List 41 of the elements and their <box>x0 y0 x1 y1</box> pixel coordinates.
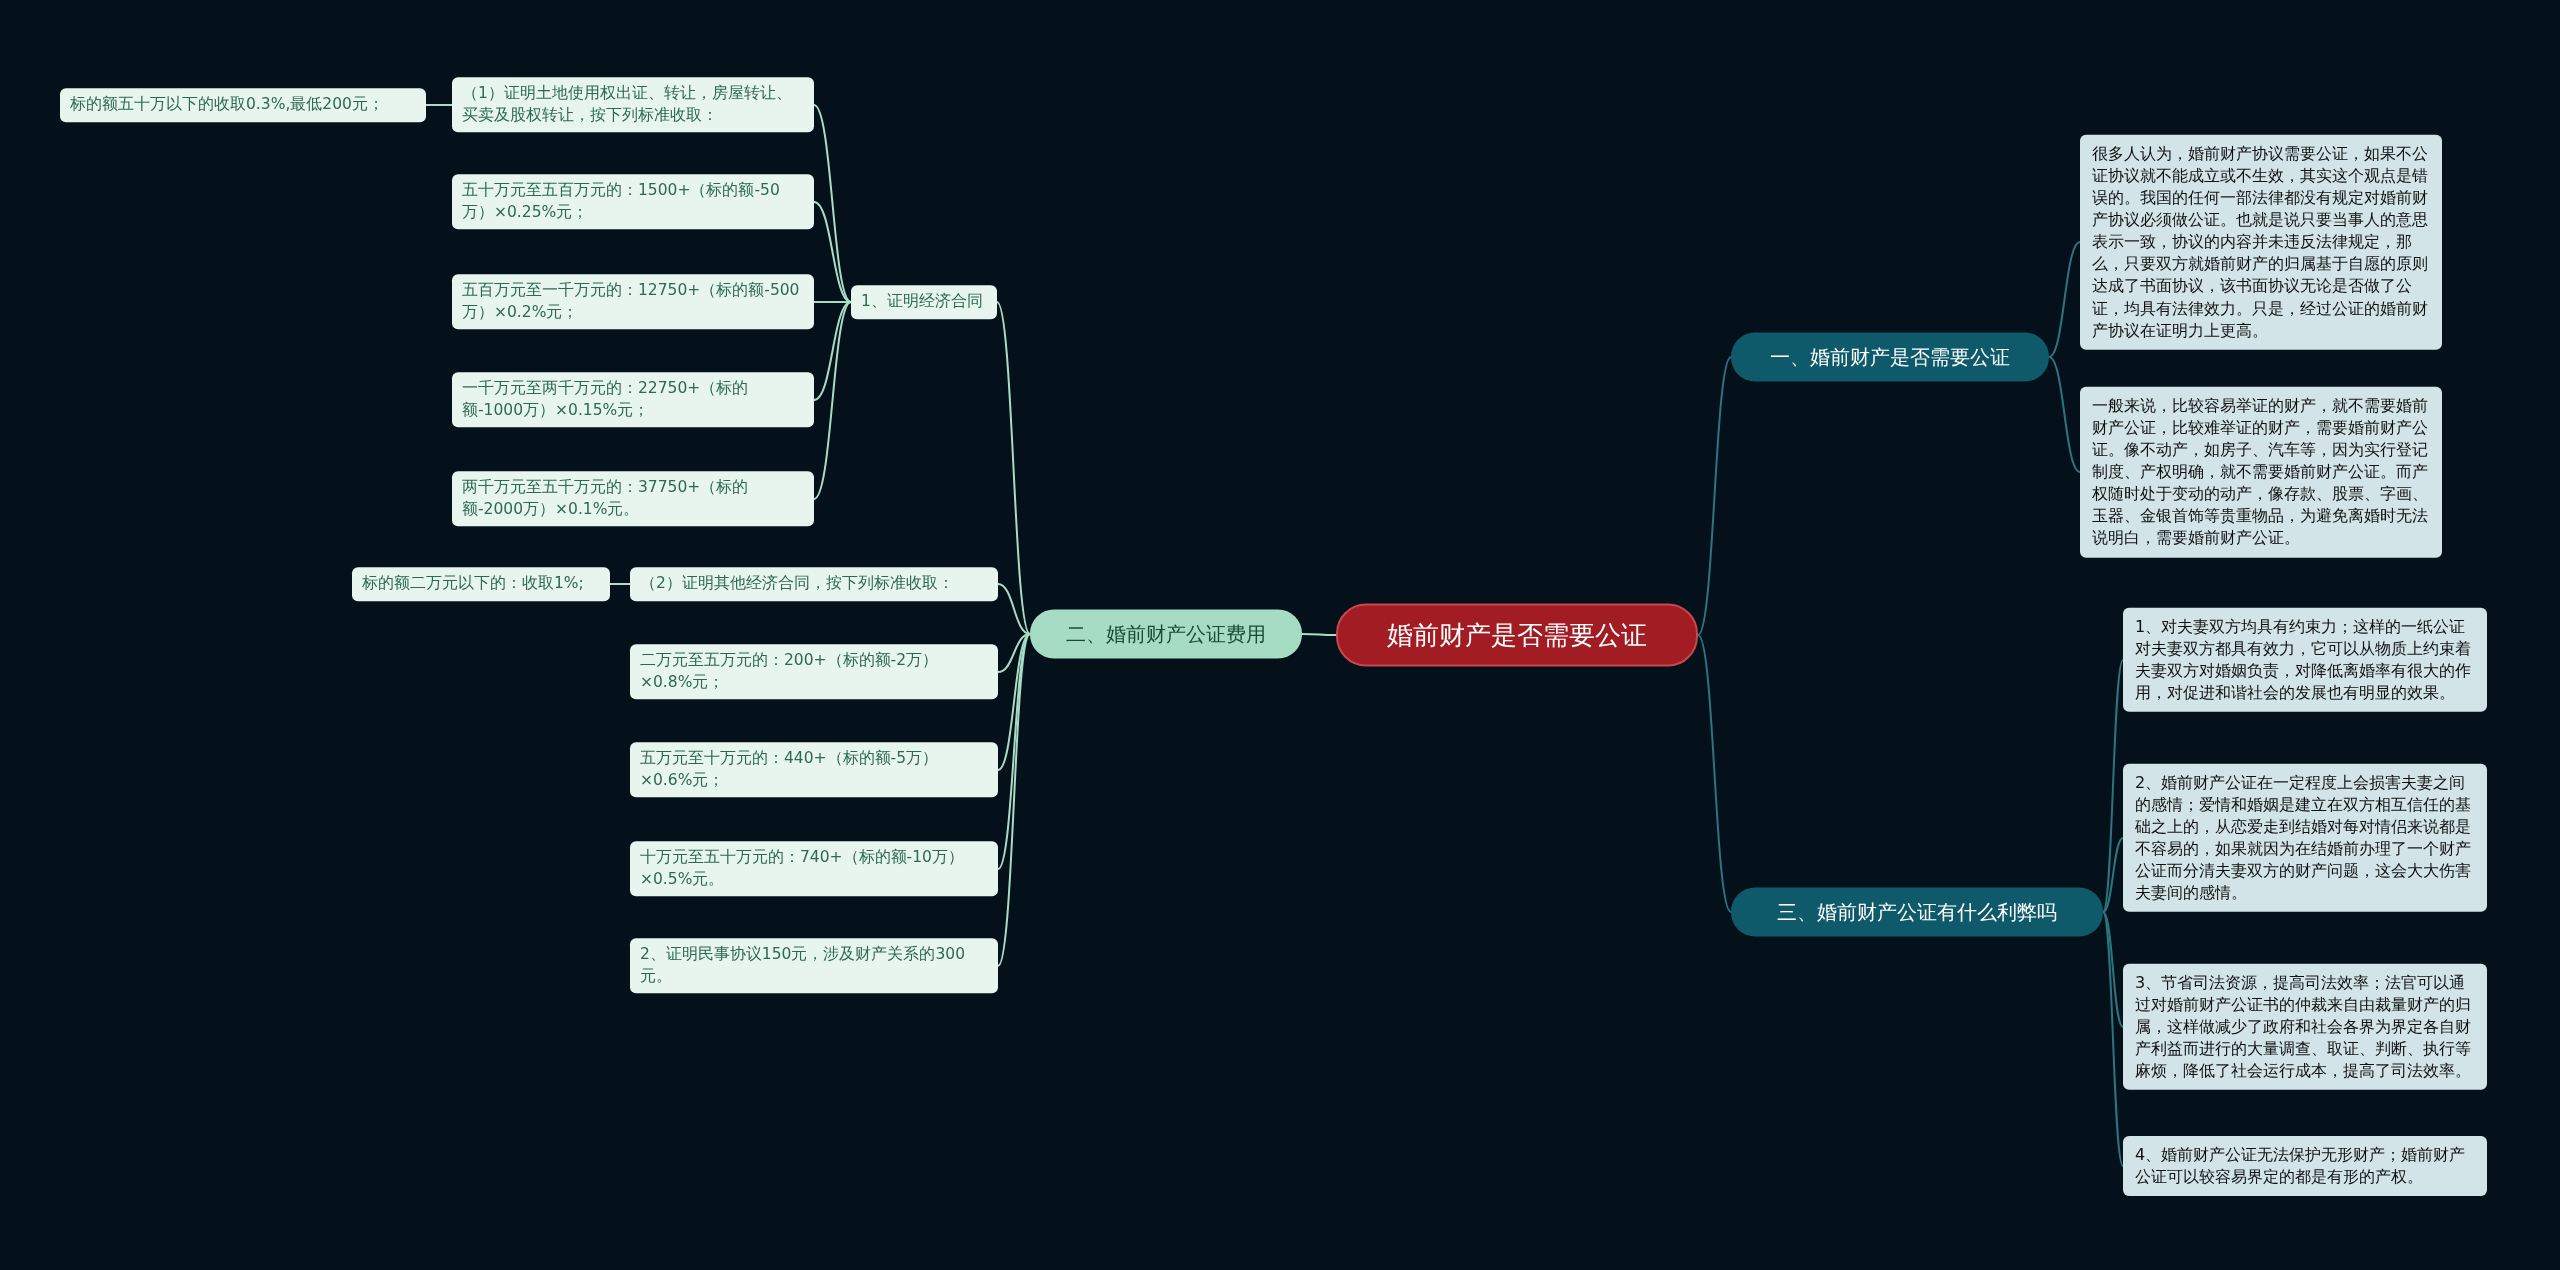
connector <box>996 301 1031 635</box>
connector <box>2102 837 2124 913</box>
connector <box>997 633 1031 673</box>
connector <box>2102 911 2124 1167</box>
connector <box>813 104 852 303</box>
text-card: 4、婚前财产公证无法保护无形财产；婚前财产公证可以较容易界定的都是有形的产权。 <box>2123 1135 2487 1197</box>
text-card: 1、证明经济合同 <box>851 285 997 319</box>
connector <box>2102 911 2124 1028</box>
connector <box>2102 659 2124 913</box>
branch-topic: 二、婚前财产公证费用 <box>1030 609 1302 659</box>
connector <box>813 201 852 303</box>
text-card: 2、证明民事协议150元，涉及财产关系的300元。 <box>630 938 998 994</box>
connector <box>1301 633 1337 636</box>
text-card: （1）证明土地使用权出证、转让，房屋转让、买卖及股权转让，按下列标准收取： <box>452 77 814 133</box>
text-card: 五万元至十万元的：440+（标的额-5万）×0.6%元； <box>630 742 998 798</box>
text-card: 标的额五十万以下的收取0.3%,最低200元； <box>60 88 426 122</box>
text-card: 五十万元至五百万元的：1500+（标的额-50万）×0.25%元； <box>452 174 814 230</box>
connector <box>609 583 631 585</box>
connector <box>997 633 1031 967</box>
text-card: 十万元至五十万元的：740+（标的额-10万）×0.5%元。 <box>630 841 998 897</box>
text-card: 1、对夫妻双方均具有约束力；这样的一纸公证对夫妻双方都具有效力，它可以从物质上约束着夫妻双方对婚姻负责，对降低离婚率有很大的作用，对促进和谐社会的发展也有明显的效果。 <box>2123 607 2487 713</box>
connector <box>2048 241 2081 358</box>
connector <box>1697 634 1732 913</box>
text-card: 标的额二万元以下的：收取1%; <box>352 567 610 601</box>
text-card: （2）证明其他经济合同，按下列标准收取： <box>630 567 998 601</box>
connector <box>1697 356 1732 636</box>
text-card: 两千万元至五千万元的：37750+（标的额-2000万）×0.1%元。 <box>452 471 814 527</box>
connector <box>425 104 453 106</box>
text-card: 一千万元至两千万元的：22750+（标的额-1000万）×0.15%元； <box>452 372 814 428</box>
central-topic: 婚前财产是否需要公证 <box>1336 603 1698 667</box>
connector <box>997 583 1031 635</box>
text-card: 二万元至五万元的：200+（标的额-2万）×0.8%元； <box>630 644 998 700</box>
text-card: 五百万元至一千万元的：12750+（标的额-500万）×0.2%元； <box>452 274 814 330</box>
text-card: 一般来说，比较容易举证的财产，就不需要婚前财产公证，比较难举证的财产，需要婚前财产公证。像不动产，如房子、汽车等，因为实行登记制度、产权明确，就不需要婚前财产公证。而产权随时处于变动的动产，像存款、股票、字画、玉器、金银首饰等贵重物品，为避免离婚时无法说明白，需要婚前财产公证。 <box>2080 386 2442 558</box>
branch-topic: 一、婚前财产是否需要公证 <box>1731 332 2049 382</box>
connector <box>2048 356 2081 473</box>
branch-topic: 三、婚前财产公证有什么利弊吗 <box>1731 887 2103 937</box>
text-card: 3、节省司法资源，提高司法效率；法官可以通过对婚前财产公证书的仲裁来自由裁量财产的归属，这样做减少了政府和社会各界为界定各自财产利益而进行的大量调查、取证、判断、执行等麻烦，降低了社会运行成本，提高了司法效率。 <box>2123 963 2487 1091</box>
text-card: 2、婚前财产公证在一定程度上会损害夫妻之间的感情；爱情和婚姻是建立在双方相互信任的基础之上的，从恋爱走到结婚对每对情侣来说都是不容易的，如果就因为在结婚前办理了一个财产公证而分清夫妻双方的财产问题，这会大大伤害夫妻间的感情。 <box>2123 763 2487 913</box>
text-card: 很多人认为，婚前财产协议需要公证，如果不公证协议就不能成立或不生效，其实这个观点是错误的。我国的任何一部法律都没有规定对婚前财产协议必须做公证。也就是说只要当事人的意思表示一致，协议的内容并未违反法律规定，那么，只要双方就婚前财产的归属基于自愿的原则达成了书面协议，该书面协议无论是否做了公证，均具有法律效力。只是，经过公证的婚前财产协议在证明力上更高。 <box>2080 134 2442 350</box>
connector <box>813 301 852 500</box>
